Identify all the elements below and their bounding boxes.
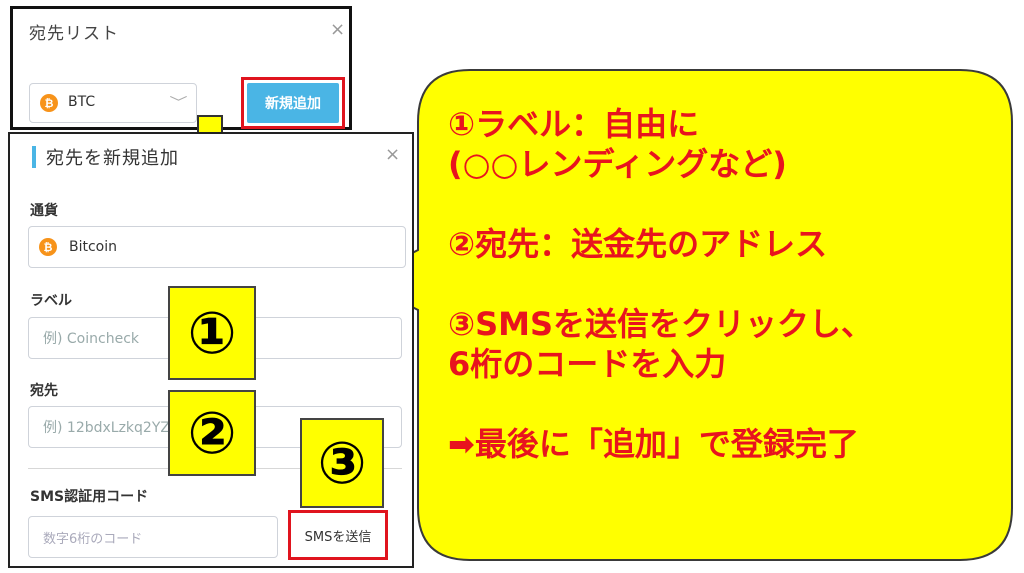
callout-line: (○○レンディングなど) — [448, 145, 787, 183]
callout-text: ①ラベル：自由に (○○レンディングなど) ②宛先：送金先のアドレス ③SMSを… — [448, 104, 988, 464]
callout-line: ②宛先：送金先のアドレス — [448, 225, 828, 263]
bitcoin-icon: ₿ — [40, 94, 58, 112]
highlight-box — [241, 77, 345, 129]
currency-label: 通貨 — [30, 203, 58, 219]
destination-list-panel: 宛先リスト × ₿ BTC ﹀ 新規追加 — [10, 6, 352, 130]
currency-field[interactable]: ₿ Bitcoin — [28, 226, 406, 268]
currency-select-value: BTC — [68, 94, 96, 110]
address-field-label: 宛先 — [30, 383, 58, 399]
step-marker-1: ① — [168, 286, 256, 380]
highlight-box — [288, 510, 388, 560]
step-marker-2: ② — [168, 390, 256, 476]
title-accent-bar — [32, 146, 36, 168]
add-new-button[interactable]: 新規追加 — [247, 83, 339, 123]
callout-line: ➡最後に「追加」で登録完了 — [448, 425, 859, 463]
close-icon[interactable]: × — [385, 144, 401, 165]
panel-title: 宛先リスト — [29, 24, 119, 44]
bitcoin-icon: ₿ — [39, 238, 57, 256]
currency-value: Bitcoin — [69, 239, 118, 255]
panel-title: 宛先を新規追加 — [46, 148, 179, 169]
send-sms-button[interactable]: SMSを送信 — [304, 529, 372, 545]
sms-code-input[interactable]: 数字6桁のコード — [28, 516, 278, 558]
callout-line: ①ラベル：自由に — [448, 105, 700, 143]
label-field-label: ラベル — [30, 293, 72, 309]
sms-code-label: SMS認証用コード — [30, 489, 149, 505]
step-marker-3: ③ — [300, 418, 384, 508]
close-icon[interactable]: × — [330, 19, 346, 40]
callout-line: ③SMSを送信をクリックし、 — [448, 305, 874, 343]
callout-line: 6桁のコードを入力 — [448, 345, 727, 383]
currency-select[interactable]: ₿ BTC ﹀ — [29, 83, 197, 123]
chevron-down-icon: ﹀ — [169, 96, 188, 111]
